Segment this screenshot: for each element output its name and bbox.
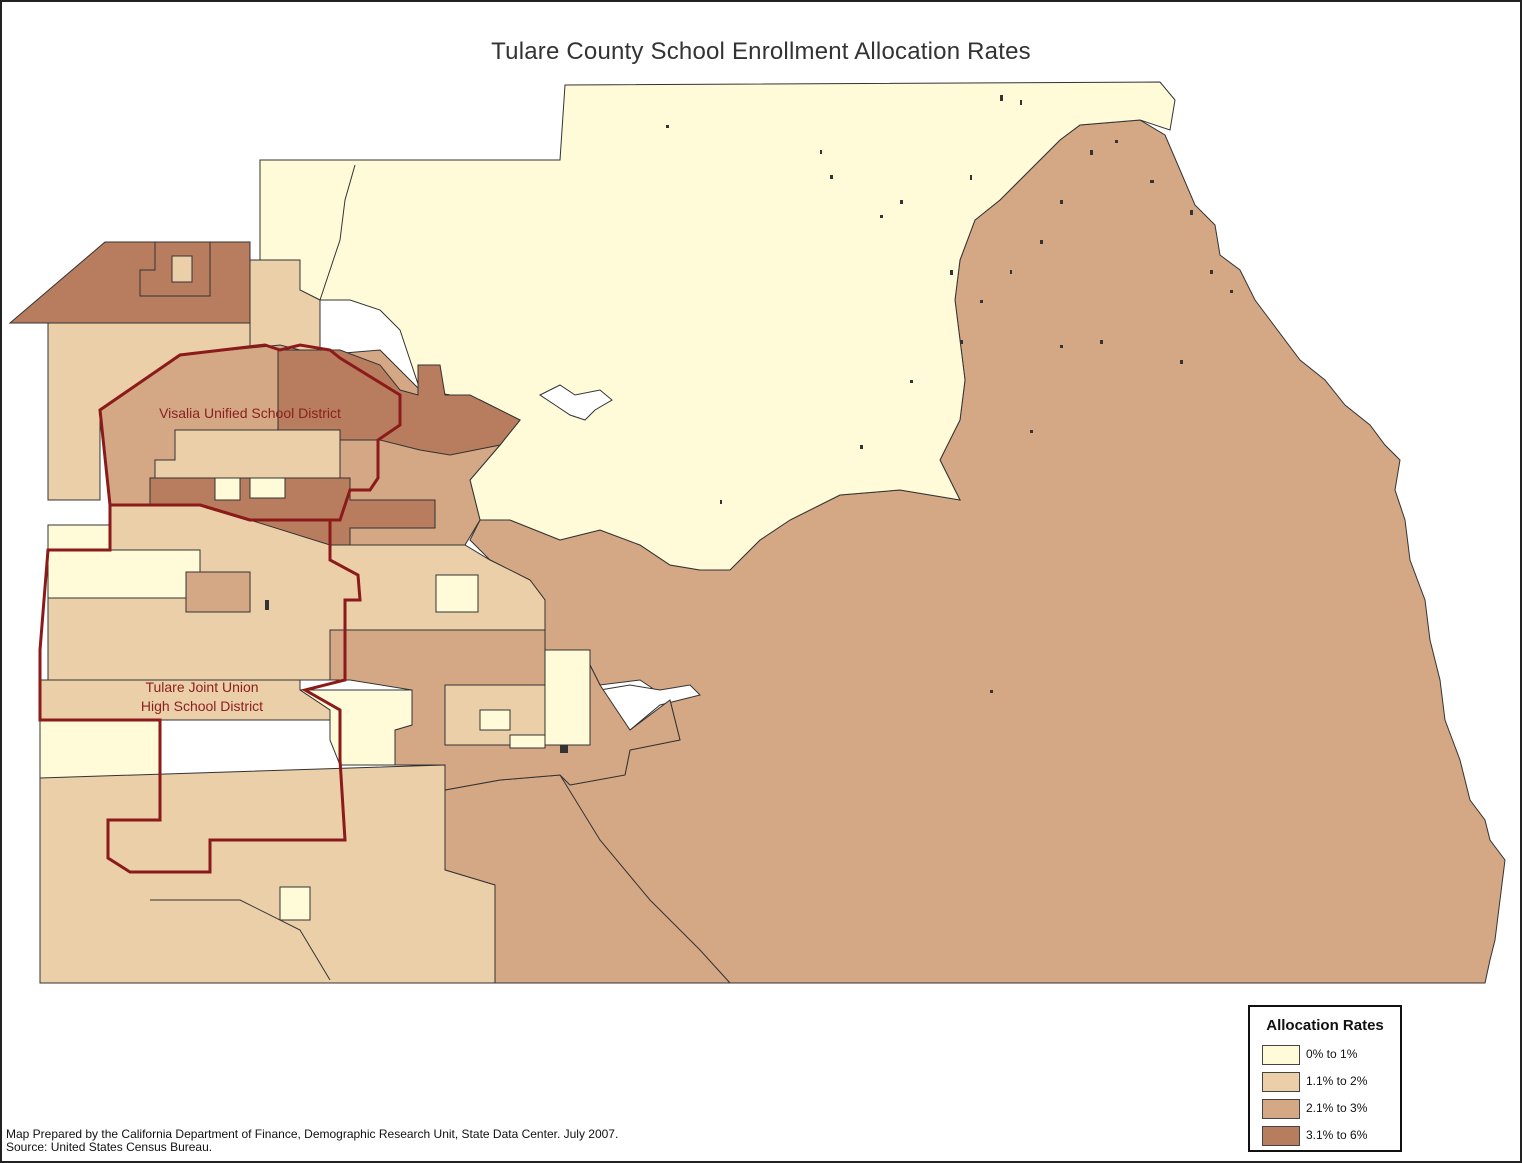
river-line: [319, 164, 356, 301]
legend-swatch: [1262, 1072, 1300, 1092]
southwest-pale-block: [279, 886, 311, 921]
visalia-cells: [214, 477, 286, 501]
central-cluster: [185, 571, 251, 613]
scattered-features: [265, 95, 1233, 753]
river-line: [150, 899, 331, 981]
legend-item: 3.1% to 6%: [1262, 1126, 1392, 1146]
map-credits: Map Prepared by the California Departmen…: [6, 1128, 618, 1154]
visalia-core-pale: [154, 429, 341, 479]
legend-swatch: [1262, 1045, 1300, 1065]
mid-south-cells-pale: [479, 709, 546, 749]
legend: Allocation Rates 0% to 1% 1.1% to 2% 2.1…: [1248, 1005, 1402, 1152]
legend-swatch: [1262, 1126, 1300, 1146]
credits-line2: Source: United States Census Bureau.: [6, 1140, 213, 1154]
northwest-inner-pale: [171, 255, 193, 283]
central-cluster-pale: [435, 574, 479, 613]
mid-south-town: [544, 649, 591, 746]
legend-item: 1.1% to 2%: [1262, 1072, 1392, 1092]
northwest-region: [8, 241, 251, 324]
map-title: Tulare County School Enrollment Allocati…: [491, 38, 1031, 65]
tulare-district-label-line2: High School District: [141, 698, 263, 714]
lake: [539, 384, 613, 421]
southwest-region: [39, 764, 496, 984]
legend-item: 2.1% to 3%: [1262, 1099, 1392, 1119]
credits-line1: Map Prepared by the California Departmen…: [6, 1127, 619, 1141]
northern-region: [259, 81, 1176, 571]
legend-label: 1.1% to 2%: [1306, 1074, 1368, 1088]
legend-swatch: [1262, 1099, 1300, 1119]
river-line: [559, 774, 731, 984]
visalia-district-label: Visalia Unified School District: [159, 405, 341, 421]
legend-label: 2.1% to 3%: [1306, 1101, 1368, 1115]
legend-label: 3.1% to 6%: [1306, 1128, 1368, 1142]
legend-label: 0% to 1%: [1306, 1047, 1358, 1061]
legend-item: 0% to 1%: [1262, 1045, 1392, 1065]
legend-title: Allocation Rates: [1266, 1017, 1384, 1034]
tulare-district-label-line1: Tulare Joint Union: [145, 679, 258, 695]
tulare-district-boundary: [38, 503, 362, 874]
